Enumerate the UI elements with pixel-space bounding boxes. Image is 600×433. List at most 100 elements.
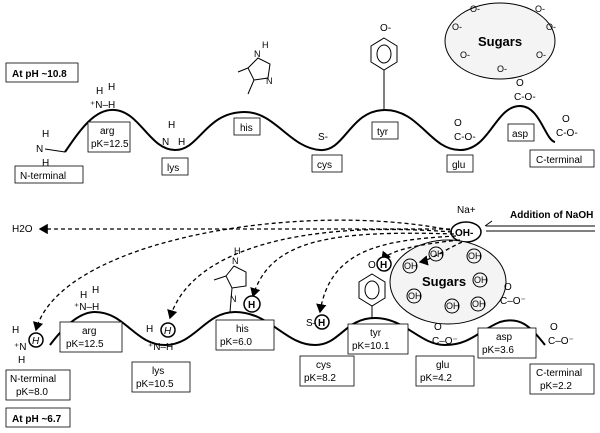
btm-tyr-pk: pK=10.1 [352, 341, 390, 352]
sugar-oh: OH [472, 299, 486, 309]
cys-s-btm: S– [306, 318, 319, 329]
btm-c-term-box [529, 363, 595, 395]
btm-lys-pk: pK=10.5 [136, 379, 174, 390]
top-glu-box [446, 154, 474, 173]
btm-his-label: his [236, 324, 249, 335]
arg-h-btm: H [92, 285, 99, 296]
btm-tyr-ring [358, 273, 386, 318]
arg-amine-top: H [108, 82, 115, 93]
btm-asp-box [477, 327, 537, 359]
na-ion: Na+ [457, 205, 476, 216]
arg-h-btm: H [80, 290, 87, 301]
c-term-carboxyl-top: C-O- [556, 128, 578, 139]
btm-his-pk: pK=6.0 [220, 337, 252, 348]
asp-carboxyl-btm: C–O⁻ [500, 296, 526, 307]
top-asp-label: asp [512, 129, 529, 140]
tyr-o-btm: O [368, 260, 376, 271]
top-his-imidazole: N H N [237, 40, 273, 95]
btm-ph-label-box [5, 407, 71, 428]
bottom-sugars-label: Sugars [422, 274, 466, 289]
btm-c-term-label: C-terminal [536, 368, 582, 379]
cys-s-top: S- [318, 132, 328, 143]
svg-text:N: N [232, 256, 239, 266]
btm-cys-pk: pK=8.2 [304, 373, 336, 384]
tyr-proton: H [380, 260, 387, 271]
svg-text:N: N [266, 76, 273, 86]
btm-arg-box [59, 321, 123, 353]
top-ph-label: At pH ~10.8 [12, 69, 67, 80]
top-glu-label: glu [452, 160, 465, 171]
lys-proton-circle [160, 322, 176, 338]
arrow-to-sugars [418, 241, 463, 266]
equilibrium-arrow [484, 220, 595, 232]
arg-group-top: ⁺N–H [90, 100, 115, 111]
bottom-backbone [49, 310, 546, 347]
btm-lys-label: lys [152, 366, 164, 377]
lys-proton: H [164, 326, 172, 337]
top-his-label: his [240, 123, 253, 134]
svg-text:H: H [262, 40, 269, 50]
top-ph-label-box [5, 62, 79, 83]
top-sugars-label: Sugars [478, 34, 522, 49]
svg-text:N: N [230, 294, 237, 304]
arg-amine-top: H [96, 86, 103, 97]
bottom-sugar-oh-groups: OH OH OH OH OH OH OH [402, 246, 488, 314]
water-label: H2O [12, 224, 33, 235]
sugar-charge: O- [460, 50, 470, 60]
n-term-bond [44, 148, 66, 153]
btm-cys-box [299, 355, 355, 387]
btm-ph-label: At pH ~6.7 [12, 414, 62, 425]
top-backbone [64, 104, 556, 153]
sugar-oh: OH [404, 261, 418, 271]
top-sugars-ellipse [444, 2, 556, 80]
cys-proton: H [318, 318, 325, 329]
top-arg-label: arg [100, 126, 114, 137]
glu-o-btm: O [434, 322, 442, 333]
btm-arg-label: arg [82, 326, 96, 337]
sugar-oh: OH [474, 275, 488, 285]
btm-tyr-label: tyr [370, 328, 382, 339]
top-his-box [233, 117, 261, 136]
btm-n-term-box [5, 369, 71, 401]
sugar-charge: O- [546, 22, 556, 32]
sugar-charge: O- [452, 22, 462, 32]
tyr-proton-circle [376, 256, 392, 272]
btm-lys-box [131, 361, 191, 393]
his-proton: H [248, 300, 255, 311]
glu-o-top: O [454, 118, 462, 129]
sugar-charge: O- [535, 4, 545, 14]
arrow-to-lys [167, 228, 453, 320]
lys-h-top: H [178, 137, 185, 148]
c-term-carboxyl-btm: C–O⁻ [548, 336, 574, 347]
btm-his-box [215, 319, 275, 351]
glu-carboxyl-top: C-O- [454, 132, 476, 143]
lys-h-btm: H [146, 324, 153, 335]
top-cys-box [311, 154, 343, 173]
top-lys-box [161, 157, 189, 176]
asp-o-top: O [516, 78, 524, 89]
top-asp-box [507, 123, 535, 142]
sugar-charge: O- [497, 64, 507, 74]
lys-n-top: N [162, 137, 169, 148]
arrow-to-cys [316, 235, 457, 314]
btm-asp-label: asp [496, 332, 513, 343]
top-tyr-box [371, 121, 399, 140]
top-tyr-ring [370, 37, 398, 110]
top-sugar-charges: O- O- O- O- O- O- O- [452, 4, 556, 74]
naoh-label: Addition of NaOH [510, 210, 593, 221]
c-term-o-top: O [562, 114, 570, 125]
btm-glu-label: glu [436, 360, 449, 371]
top-n-term-label: N-terminal [20, 171, 66, 182]
n-term-proton-circle [28, 332, 44, 348]
his-proton-circle [243, 295, 261, 313]
btm-tyr-box [347, 323, 409, 355]
top-panel: At pH ~10.8 Sugars O- O- O- O- O- O- O- … [5, 2, 595, 184]
tyr-o-top: O- [380, 23, 391, 34]
top-lys-label: lys [167, 163, 179, 174]
glu-carboxyl-btm: C–O⁻ [432, 336, 458, 347]
sugar-charge: O- [536, 50, 546, 60]
n-term-h-btm: H [18, 355, 25, 366]
top-c-term-label: C-terminal [536, 155, 582, 166]
svg-text:H: H [234, 246, 241, 256]
